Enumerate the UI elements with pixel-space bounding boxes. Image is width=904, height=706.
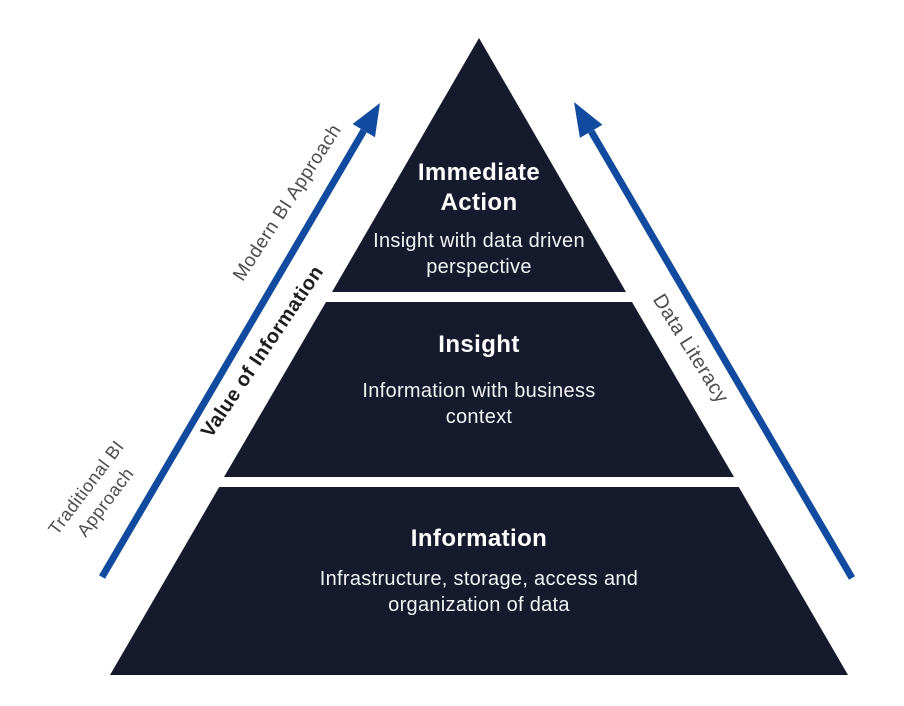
tier-description-information: Infrastructure, storage, access and orga… xyxy=(319,568,639,616)
traditional-bi-approach-label: Traditional BI Approach xyxy=(43,435,149,554)
modern-bi-approach-label: Modern BI Approach xyxy=(229,120,347,285)
pyramid-tier-immediate-action: Immediate Action Insight with data drive… xyxy=(332,38,626,292)
pyramid-tier-information: Information Infrastructure, storage, acc… xyxy=(110,487,848,675)
pyramid-tier-insight: Insight Information with business contex… xyxy=(224,302,734,477)
tier-description-insight: Information with business context xyxy=(362,380,596,428)
tier-title-insight: Insight xyxy=(438,331,520,358)
tier-description-immediate-action: Insight with data driven perspective xyxy=(373,230,585,278)
tier-title-immediate-action: Immediate Action xyxy=(417,159,541,216)
tier-title-information: Information xyxy=(410,525,548,552)
